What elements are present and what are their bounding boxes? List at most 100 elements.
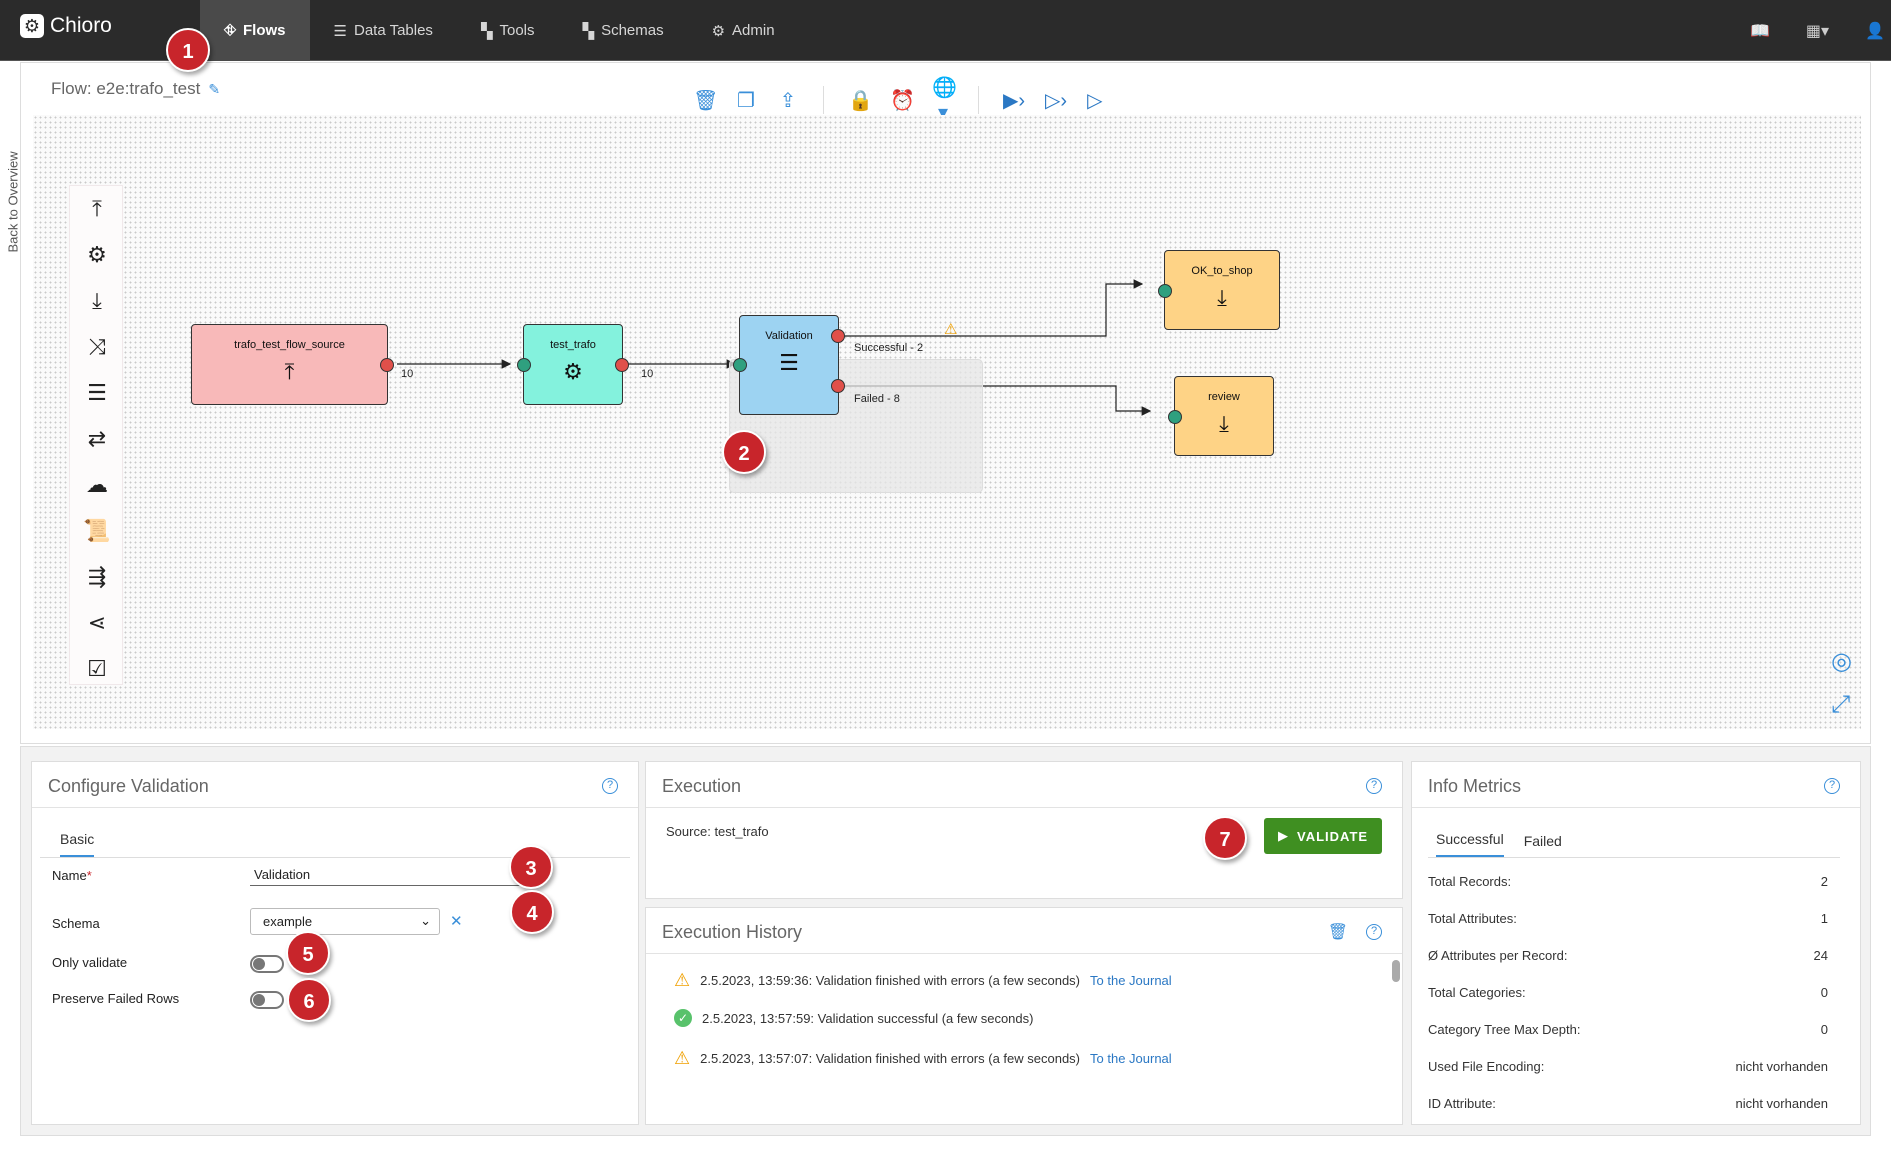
export-icon[interactable]: ⇪: [779, 89, 797, 112]
help-icon[interactable]: ?: [1366, 778, 1382, 794]
brand[interactable]: ⚙ Chioro: [20, 14, 112, 38]
output-port[interactable]: [615, 358, 629, 372]
nav-schemas[interactable]: ▚ Schemas: [559, 0, 688, 61]
run-icon[interactable]: ▷: [1087, 89, 1103, 112]
tab-basic[interactable]: Basic: [60, 831, 95, 857]
annotation-badge-7: 7: [1203, 816, 1247, 860]
node-label: Validation: [765, 330, 813, 342]
copy-icon[interactable]: ❐: [737, 89, 755, 112]
success-port[interactable]: [831, 329, 845, 343]
history-text: 2.5.2023, 13:59:36: Validation finished …: [700, 973, 1081, 988]
metric-row: ID Attribute: nicht vorhanden: [1428, 1096, 1828, 1111]
flow-canvas[interactable]: ⤒ ⚙ ⤓ ⤨ ☰ ⇄ ☁ 📜 ⇶ ⋖ ☑ trafo_test_f: [33, 115, 1861, 796]
node-validation[interactable]: Validation ☰: [733, 315, 845, 415]
schema-select[interactable]: example ⌄: [250, 908, 440, 935]
history-row: ⚠ 2.5.2023, 13:57:07: Validation finishe…: [674, 1048, 1172, 1069]
metric-value: nicht vorhanden: [1735, 1059, 1828, 1074]
globe-dropdown-icon[interactable]: 🌐▾: [932, 77, 957, 124]
journal-link[interactable]: To the Journal: [1090, 973, 1172, 988]
shuffle-icon[interactable]: ⇄: [87, 426, 107, 451]
edit-pencil-icon[interactable]: ✎: [208, 80, 221, 97]
checklist-icon[interactable]: ☑: [87, 656, 107, 681]
delete-icon[interactable]: 🗑: [693, 89, 719, 112]
metric-label: Total Attributes:: [1428, 911, 1517, 926]
alarm-clock-icon[interactable]: ⏰: [890, 89, 915, 112]
input-port[interactable]: [1158, 284, 1172, 298]
run-from-icon[interactable]: ▷›: [1045, 89, 1068, 112]
only-validate-toggle[interactable]: [250, 955, 284, 973]
share-icon[interactable]: ⋖: [87, 610, 107, 635]
split-icon[interactable]: ⇶: [87, 564, 107, 589]
validate-button[interactable]: ▶ VALIDATE: [1264, 818, 1383, 854]
merge-arrows-icon[interactable]: ⤨: [88, 334, 106, 359]
layers-icon[interactable]: ☰: [87, 380, 107, 405]
annotation-badge-6: 6: [287, 978, 331, 1022]
input-port[interactable]: [517, 358, 531, 372]
input-port[interactable]: [733, 358, 747, 372]
nav-flows[interactable]: ⛗ Flows: [200, 0, 310, 61]
nav-label: Flows: [243, 22, 286, 39]
preserve-failed-toggle[interactable]: [250, 991, 284, 1009]
list-icon: ☰: [333, 22, 347, 40]
card-title: Execution History 🗑 ?: [646, 908, 1402, 954]
scroll-icon[interactable]: 📜: [83, 518, 111, 543]
failed-port[interactable]: [831, 379, 845, 393]
tab-failed[interactable]: Failed: [1523, 833, 1562, 849]
download-icon[interactable]: ⤓: [92, 288, 102, 313]
output-port[interactable]: [380, 358, 394, 372]
history-scrollbar[interactable]: [1392, 960, 1400, 982]
clear-x-icon[interactable]: ✕: [450, 913, 463, 930]
input-port[interactable]: [1168, 410, 1182, 424]
book-icon[interactable]: 📖: [1750, 22, 1770, 40]
target-center-icon[interactable]: ◎: [1831, 648, 1852, 675]
journal-link[interactable]: To the Journal: [1090, 1051, 1172, 1066]
history-row: ⚠ 2.5.2023, 13:59:36: Validation finishe…: [674, 970, 1172, 991]
checklist-icon: ☰: [779, 350, 799, 375]
nav-admin[interactable]: ⚙ Admin: [688, 0, 799, 61]
upload-icon[interactable]: ⤒: [92, 196, 102, 221]
metric-row: Total Categories: 0: [1428, 985, 1828, 1000]
execution-title: Execution: [662, 776, 742, 796]
flow-edges: [397, 279, 1152, 416]
run-all-icon[interactable]: ▶›: [1003, 89, 1026, 112]
source-label: Source:: [666, 824, 711, 839]
name-label-text: Name: [52, 868, 87, 883]
history-row: ✓ 2.5.2023, 13:57:59: Validation success…: [674, 1009, 1033, 1027]
nav-tools[interactable]: ▚ Tools: [457, 0, 559, 61]
node-test-trafo[interactable]: test_trafo ⚙: [517, 324, 629, 405]
metrics-tabs: Successful Failed: [1428, 824, 1840, 858]
node-ok-to-shop[interactable]: OK_to_shop ⤓: [1158, 250, 1280, 330]
nav-label: Tools: [499, 22, 535, 39]
history-text: 2.5.2023, 13:57:59: Validation successfu…: [702, 1010, 1034, 1026]
cloud-icon[interactable]: ☁: [86, 472, 108, 497]
top-right-tools: 📖 ▦▾ 👤: [1750, 0, 1891, 61]
history-text: 2.5.2023, 13:57:07: Validation finished …: [700, 1051, 1081, 1066]
language-flag-icon[interactable]: ▦▾: [1805, 22, 1830, 40]
back-to-overview-tab[interactable]: Back to Overview: [0, 128, 21, 258]
help-icon[interactable]: ?: [1824, 778, 1840, 794]
node-source[interactable]: trafo_test_flow_source ⤒: [191, 324, 394, 405]
annotation-badge-4: 4: [510, 890, 554, 934]
metric-label: Used File Encoding:: [1428, 1059, 1545, 1074]
help-icon[interactable]: ?: [602, 778, 618, 794]
gears-icon[interactable]: ⚙: [87, 242, 107, 267]
name-input[interactable]: Validation: [250, 867, 520, 886]
config-tabs: Basic: [40, 824, 630, 858]
metric-row: Ø Attributes per Record: 24: [1428, 948, 1828, 963]
tab-successful[interactable]: Successful: [1436, 831, 1504, 857]
lock-icon[interactable]: 🔒: [848, 89, 873, 112]
sitemap-icon: ⛗: [224, 22, 237, 39]
nav-data-tables[interactable]: ☰ Data Tables: [310, 0, 457, 61]
metric-value: 1: [1820, 911, 1828, 926]
play-circle-icon: ▶: [1278, 828, 1289, 843]
configure-title: Configure Validation: [48, 776, 209, 796]
trash-icon[interactable]: 🗑: [1327, 924, 1348, 941]
metric-row: Category Tree Max Depth: 0: [1428, 1022, 1828, 1037]
expand-icon[interactable]: ⤢: [1831, 691, 1851, 718]
toolbar-divider: [978, 86, 979, 114]
user-icon[interactable]: 👤: [1865, 22, 1885, 40]
edge-count-label: 10: [401, 368, 414, 380]
help-icon[interactable]: ?: [1366, 924, 1382, 940]
execution-card: Execution ? Source: test_trafo ▶ VALIDAT…: [645, 761, 1403, 899]
node-review[interactable]: review ⤓: [1168, 376, 1274, 456]
